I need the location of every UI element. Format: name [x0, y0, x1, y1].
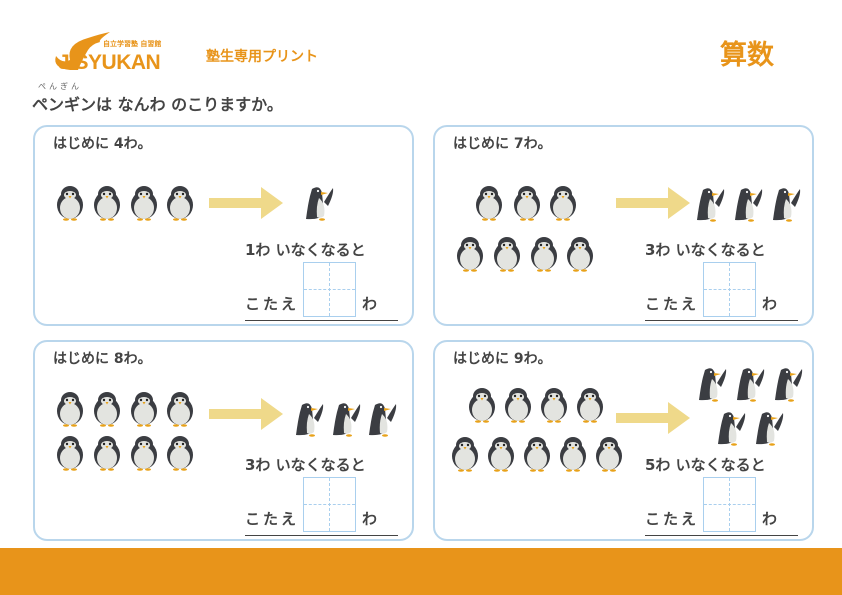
- penguin-icon: [55, 184, 85, 221]
- penguin-icon: [486, 435, 516, 472]
- arrow-right-icon: [616, 402, 690, 434]
- start-text: はじめに 9わ。: [453, 351, 552, 367]
- logo-subtitle: 自立学習塾 自習館: [103, 40, 162, 48]
- penguin-icon: [129, 390, 159, 427]
- condition-text: 3わ いなくなると: [245, 456, 366, 474]
- penguin-icon: [512, 184, 542, 221]
- penguin-icon: [565, 235, 595, 272]
- penguin-icon: [467, 386, 497, 423]
- footer-bar: [0, 548, 842, 595]
- condition-text: 1わ いなくなると: [245, 241, 366, 259]
- answer-box[interactable]: [303, 477, 356, 532]
- answer-underline: [245, 535, 398, 536]
- penguin-icon: [522, 435, 552, 472]
- answer-box[interactable]: [303, 262, 356, 317]
- answer-underline: [245, 320, 398, 321]
- penguin-icon: [529, 235, 559, 272]
- start-text: はじめに 7わ。: [453, 136, 552, 152]
- leaving-penguin-icon: [714, 409, 748, 446]
- penguin-icon: [129, 434, 159, 471]
- penguin-icon: [558, 435, 588, 472]
- leaving-penguin-icon: [771, 365, 805, 402]
- furigana: ぺんぎん: [38, 82, 82, 91]
- leaving-penguin-icon: [292, 400, 326, 437]
- start-text: はじめに 8わ。: [53, 351, 152, 367]
- logo-wing-icon: [55, 32, 110, 70]
- arrow-right-icon: [209, 398, 283, 430]
- question-text: ペンギンは なんわ のこりますか。: [32, 95, 283, 114]
- answer-label: こたえ: [245, 510, 300, 528]
- penguin-icon: [165, 390, 195, 427]
- penguin-icon: [129, 184, 159, 221]
- answer-underline: [645, 320, 798, 321]
- leaving-penguin-icon: [733, 365, 767, 402]
- problem-card: はじめに 4わ。 1わ いなくなるとこたえ わ: [33, 125, 414, 326]
- condition-text: 5わ いなくなると: [645, 456, 766, 474]
- problem-card: はじめに 8わ。 3わ いなくなるとこたえ わ: [33, 340, 414, 541]
- condition-text: 3わ いなくなると: [645, 241, 766, 259]
- penguin-icon: [455, 235, 485, 272]
- answer-label: こたえ: [245, 295, 300, 313]
- answer-underline: [645, 535, 798, 536]
- unit-label: わ: [762, 510, 778, 528]
- penguin-icon: [450, 435, 480, 472]
- penguin-icon: [492, 235, 522, 272]
- logo: JISYUKAN: [58, 51, 161, 74]
- penguin-icon: [503, 386, 533, 423]
- unit-label: わ: [362, 510, 378, 528]
- print-subtitle: 塾生専用プリント: [206, 49, 318, 65]
- answer-label: こたえ: [645, 295, 700, 313]
- leaving-penguin-icon: [769, 185, 803, 222]
- penguin-icon: [92, 434, 122, 471]
- unit-label: わ: [762, 295, 778, 313]
- problem-card: はじめに 7わ。 3わ いなくなるとこたえ わ: [433, 125, 814, 326]
- subject-title: 算数: [720, 40, 774, 71]
- leaving-penguin-icon: [365, 400, 399, 437]
- leaving-penguin-icon: [752, 409, 786, 446]
- leaving-penguin-icon: [693, 185, 727, 222]
- problem-card: はじめに 9わ。 5わ いなくなるとこたえ わ: [433, 340, 814, 541]
- unit-label: わ: [362, 295, 378, 313]
- penguin-icon: [548, 184, 578, 221]
- penguin-icon: [55, 434, 85, 471]
- answer-label: こたえ: [645, 510, 700, 528]
- penguin-icon: [575, 386, 605, 423]
- penguin-icon: [92, 184, 122, 221]
- penguin-icon: [594, 435, 624, 472]
- answer-box[interactable]: [703, 262, 756, 317]
- penguin-icon: [165, 434, 195, 471]
- answer-box[interactable]: [703, 477, 756, 532]
- penguin-icon: [165, 184, 195, 221]
- leaving-penguin-icon: [695, 365, 729, 402]
- penguin-icon: [539, 386, 569, 423]
- penguin-icon: [55, 390, 85, 427]
- leaving-penguin-icon: [731, 185, 765, 222]
- penguin-icon: [474, 184, 504, 221]
- leaving-penguin-icon: [302, 184, 336, 221]
- leaving-penguin-icon: [329, 400, 363, 437]
- arrow-right-icon: [616, 187, 690, 219]
- penguin-icon: [92, 390, 122, 427]
- start-text: はじめに 4わ。: [53, 136, 152, 152]
- arrow-right-icon: [209, 187, 283, 219]
